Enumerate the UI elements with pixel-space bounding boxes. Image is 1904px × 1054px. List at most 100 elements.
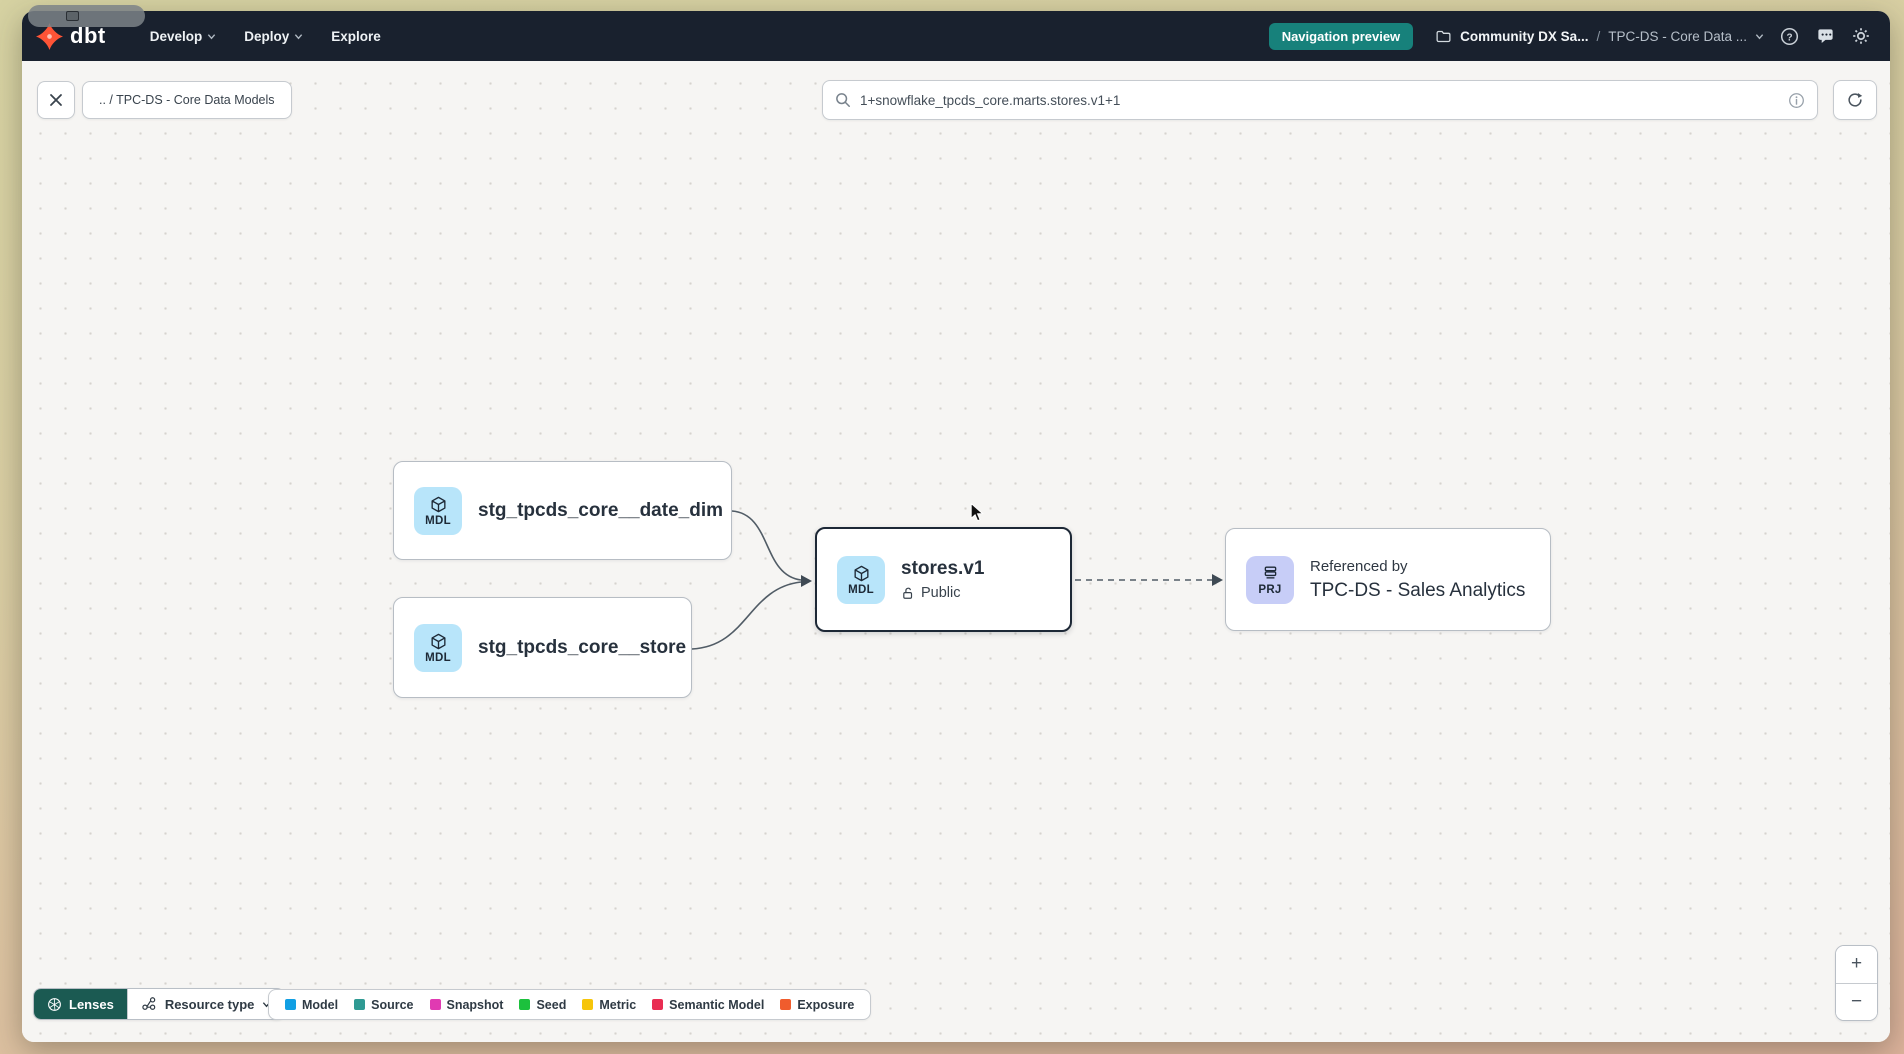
lenses-button[interactable]: Lenses — [34, 989, 127, 1019]
topbar-right: Navigation preview Community DX Sa... / … — [1268, 22, 1872, 50]
badge-label: PRJ — [1258, 583, 1282, 596]
legend-label: Exposure — [797, 997, 855, 1012]
search-icon — [836, 93, 850, 107]
dbt-logo[interactable]: dbt — [36, 22, 106, 50]
menu-develop[interactable]: Develop — [140, 21, 227, 52]
node-referenced-by-project[interactable]: PRJ Referenced by TPC-DS - Sales Analyti… — [1225, 528, 1551, 631]
legend-item-source: Source — [354, 997, 414, 1012]
zoom-out-button[interactable]: − — [1836, 983, 1877, 1020]
menu-develop-label: Develop — [149, 28, 203, 44]
navigation-preview-badge[interactable]: Navigation preview — [1268, 22, 1414, 50]
edge-store-to-stores — [691, 581, 802, 650]
breadcrumb-separator: / — [1596, 28, 1601, 44]
resource-type-legend: Model Source Snapshot Seed Metric Semant… — [268, 989, 872, 1020]
unlock-icon — [903, 587, 913, 599]
node-label: stg_tpcds_core__store — [478, 636, 687, 658]
settings-button[interactable] — [1850, 25, 1872, 47]
legend-swatch — [519, 999, 531, 1010]
cube-icon — [430, 496, 446, 512]
legend-item-seed: Seed — [519, 998, 566, 1012]
legend-swatch — [582, 999, 594, 1010]
feedback-button[interactable] — [1814, 25, 1836, 47]
legend-item-exposure: Exposure — [780, 998, 854, 1012]
legend-label: Model — [302, 997, 339, 1012]
chat-icon — [1817, 28, 1833, 43]
legend-swatch — [429, 999, 441, 1010]
chevron-down-icon — [208, 33, 216, 39]
stack-icon — [1264, 565, 1276, 579]
legend-item-metric: Metric — [582, 998, 636, 1012]
access-label: Public — [921, 585, 961, 601]
help-button[interactable]: ? — [1778, 25, 1800, 47]
node-stores-v1[interactable]: MDL stores.v1 Public — [815, 527, 1072, 632]
legend-label: Seed — [536, 997, 567, 1012]
legend-item-semantic-model: Semantic Model — [652, 998, 764, 1012]
lens-icon — [48, 997, 61, 1011]
search-input[interactable] — [860, 92, 1779, 108]
info-icon[interactable] — [1788, 92, 1805, 109]
chevron-down-icon — [295, 33, 303, 39]
badge-label: MDL — [848, 583, 874, 596]
lineage-canvas[interactable]: .. / TPC-DS - Core Data Models — [22, 61, 1890, 1042]
lineage-search-bar — [822, 80, 1818, 120]
menu-deploy-label: Deploy — [244, 28, 290, 44]
graph-icon — [142, 997, 156, 1010]
legend-label: Semantic Model — [669, 997, 765, 1012]
gear-icon — [1853, 28, 1869, 44]
menu-explore-label: Explore — [331, 28, 381, 44]
legend-label: Metric — [599, 997, 637, 1012]
menu-deploy[interactable]: Deploy — [234, 21, 313, 52]
breadcrumb: Community DX Sa... / TPC-DS - Core Data … — [1435, 28, 1764, 45]
node-stg-tpcds-core-date-dim[interactable]: MDL stg_tpcds_core__date_dim — [393, 461, 732, 560]
screen-share-pill — [28, 5, 145, 27]
legend-swatch — [354, 999, 366, 1010]
main-menu: Develop Deploy Explore — [140, 21, 391, 52]
help-icon: ? — [1780, 27, 1798, 45]
resource-type-label: Resource type — [164, 996, 255, 1012]
legend-label: Snapshot — [446, 997, 504, 1012]
model-badge: MDL — [837, 555, 885, 604]
legend-item-snapshot: Snapshot — [429, 997, 504, 1012]
node-text-column: stores.v1 Public — [901, 558, 984, 601]
node-stg-tpcds-core-store[interactable]: MDL stg_tpcds_core__store — [393, 597, 692, 698]
legend-swatch — [652, 999, 664, 1010]
badge-label: MDL — [425, 514, 451, 527]
cube-icon — [853, 565, 869, 581]
display-icon — [66, 11, 79, 21]
breadcrumb-account[interactable]: Community DX Sa... — [1460, 28, 1589, 44]
node-label: TPC-DS - Sales Analytics — [1310, 579, 1526, 601]
close-lineage-button[interactable] — [37, 81, 75, 119]
node-text-column: Referenced by TPC-DS - Sales Analytics — [1310, 558, 1525, 602]
node-label: stores.v1 — [901, 558, 985, 579]
project-badge: PRJ — [1246, 555, 1294, 604]
refresh-icon — [1848, 92, 1863, 107]
menu-explore[interactable]: Explore — [321, 21, 391, 52]
close-icon — [50, 94, 62, 106]
legend-label: Source — [371, 997, 414, 1012]
legend-item-model: Model — [285, 998, 338, 1012]
model-badge: MDL — [414, 486, 462, 535]
breadcrumb-project[interactable]: TPC-DS - Core Data ... — [1608, 28, 1747, 44]
zoom-in-button[interactable]: + — [1836, 946, 1877, 984]
folder-icon — [1436, 30, 1451, 42]
legend-swatch — [285, 999, 296, 1010]
dbt-logo-icon — [36, 22, 63, 50]
edge-date-dim-to-stores — [731, 510, 802, 581]
lens-control-group: Lenses Resource type — [33, 988, 286, 1020]
node-access: Public — [901, 585, 984, 601]
logo-text: dbt — [70, 23, 106, 48]
cube-icon — [430, 633, 446, 649]
lenses-label: Lenses — [69, 996, 114, 1012]
refresh-lineage-button[interactable] — [1833, 80, 1877, 120]
mouse-cursor — [970, 503, 984, 522]
arrowhead — [1212, 574, 1223, 586]
chevron-down-icon[interactable] — [1755, 32, 1764, 41]
node-kicker: Referenced by — [1310, 557, 1408, 575]
lineage-breadcrumb-label: .. / TPC-DS - Core Data Models — [99, 93, 275, 107]
zoom-controls: + − — [1835, 945, 1878, 1021]
badge-label: MDL — [425, 651, 451, 664]
resource-type-dropdown[interactable]: Resource type — [126, 989, 285, 1019]
model-badge: MDL — [414, 623, 462, 672]
lineage-breadcrumb-chip[interactable]: .. / TPC-DS - Core Data Models — [82, 81, 292, 119]
